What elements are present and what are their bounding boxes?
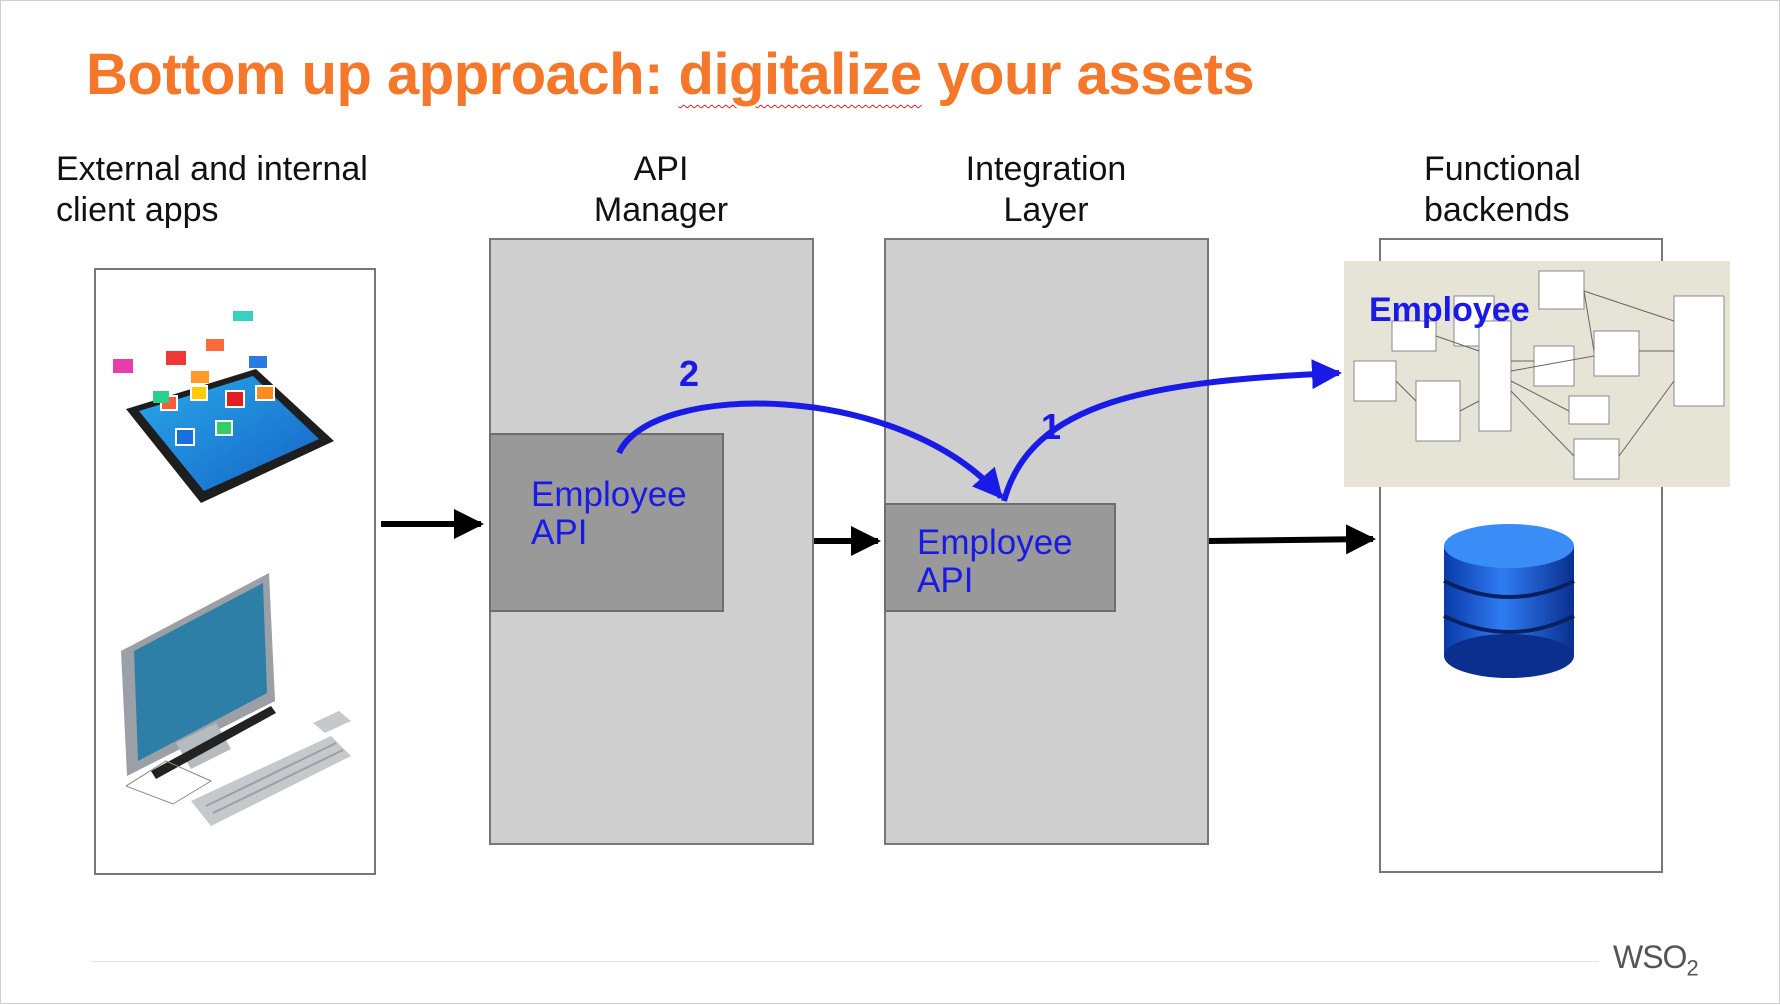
integration-label-line-1: Integration xyxy=(965,150,1127,188)
api-manager-employee-api-box xyxy=(489,433,724,612)
api-manager-label: API Manager xyxy=(561,149,761,231)
integration-label: Integration Layer xyxy=(946,149,1146,231)
backends-label-line-2: backends xyxy=(1424,191,1570,229)
integration-box-line-2: API xyxy=(917,561,974,600)
arrow-step-2 xyxy=(616,400,1004,500)
footer-divider xyxy=(91,961,1599,962)
arrow-integration-to-backends xyxy=(1208,524,1376,555)
wso2-logo: WSO2 xyxy=(1613,939,1699,981)
clients-label: External and internal client apps xyxy=(56,149,368,231)
title-part-2: digitalize xyxy=(678,42,923,107)
logo-subscript: 2 xyxy=(1686,955,1698,981)
api-manager-label-line-1: API xyxy=(633,150,689,188)
backends-label-line-1: Functional xyxy=(1424,150,1581,188)
clients-panel xyxy=(94,268,376,875)
step-2-label: 2 xyxy=(679,353,700,394)
title-part-1: Bottom up approach: xyxy=(86,42,679,107)
clients-label-line-1: External and internal xyxy=(56,150,368,188)
schema-employee-label: Employee xyxy=(1369,291,1530,329)
clients-label-line-2: client apps xyxy=(56,191,219,229)
integration-employee-api-text: Employee API xyxy=(917,524,1073,600)
integration-employee-api-box xyxy=(884,503,1116,612)
backends-label: Functional backends xyxy=(1424,149,1581,231)
step-1-label: 1 xyxy=(1041,406,1062,447)
database-icon xyxy=(1443,524,1575,678)
slide-title: Bottom up approach: digitalize your asse… xyxy=(86,41,1255,108)
title-part-3: your assets xyxy=(921,42,1255,107)
api-manager-label-line-2: Manager xyxy=(593,191,729,229)
arrow-step-1 xyxy=(1001,359,1342,502)
integration-label-line-2: Layer xyxy=(1003,191,1089,229)
desktop-computer-icon xyxy=(121,573,351,826)
schema-diagram-image xyxy=(1344,261,1730,487)
integration-box-line-1: Employee xyxy=(917,523,1073,562)
logo-text: WSO xyxy=(1613,939,1687,975)
api-manager-box-line-1: Employee xyxy=(531,475,687,514)
tablet-icon xyxy=(113,311,334,503)
api-manager-box-line-2: API xyxy=(531,513,588,552)
api-manager-employee-api-text: Employee API xyxy=(531,476,687,552)
